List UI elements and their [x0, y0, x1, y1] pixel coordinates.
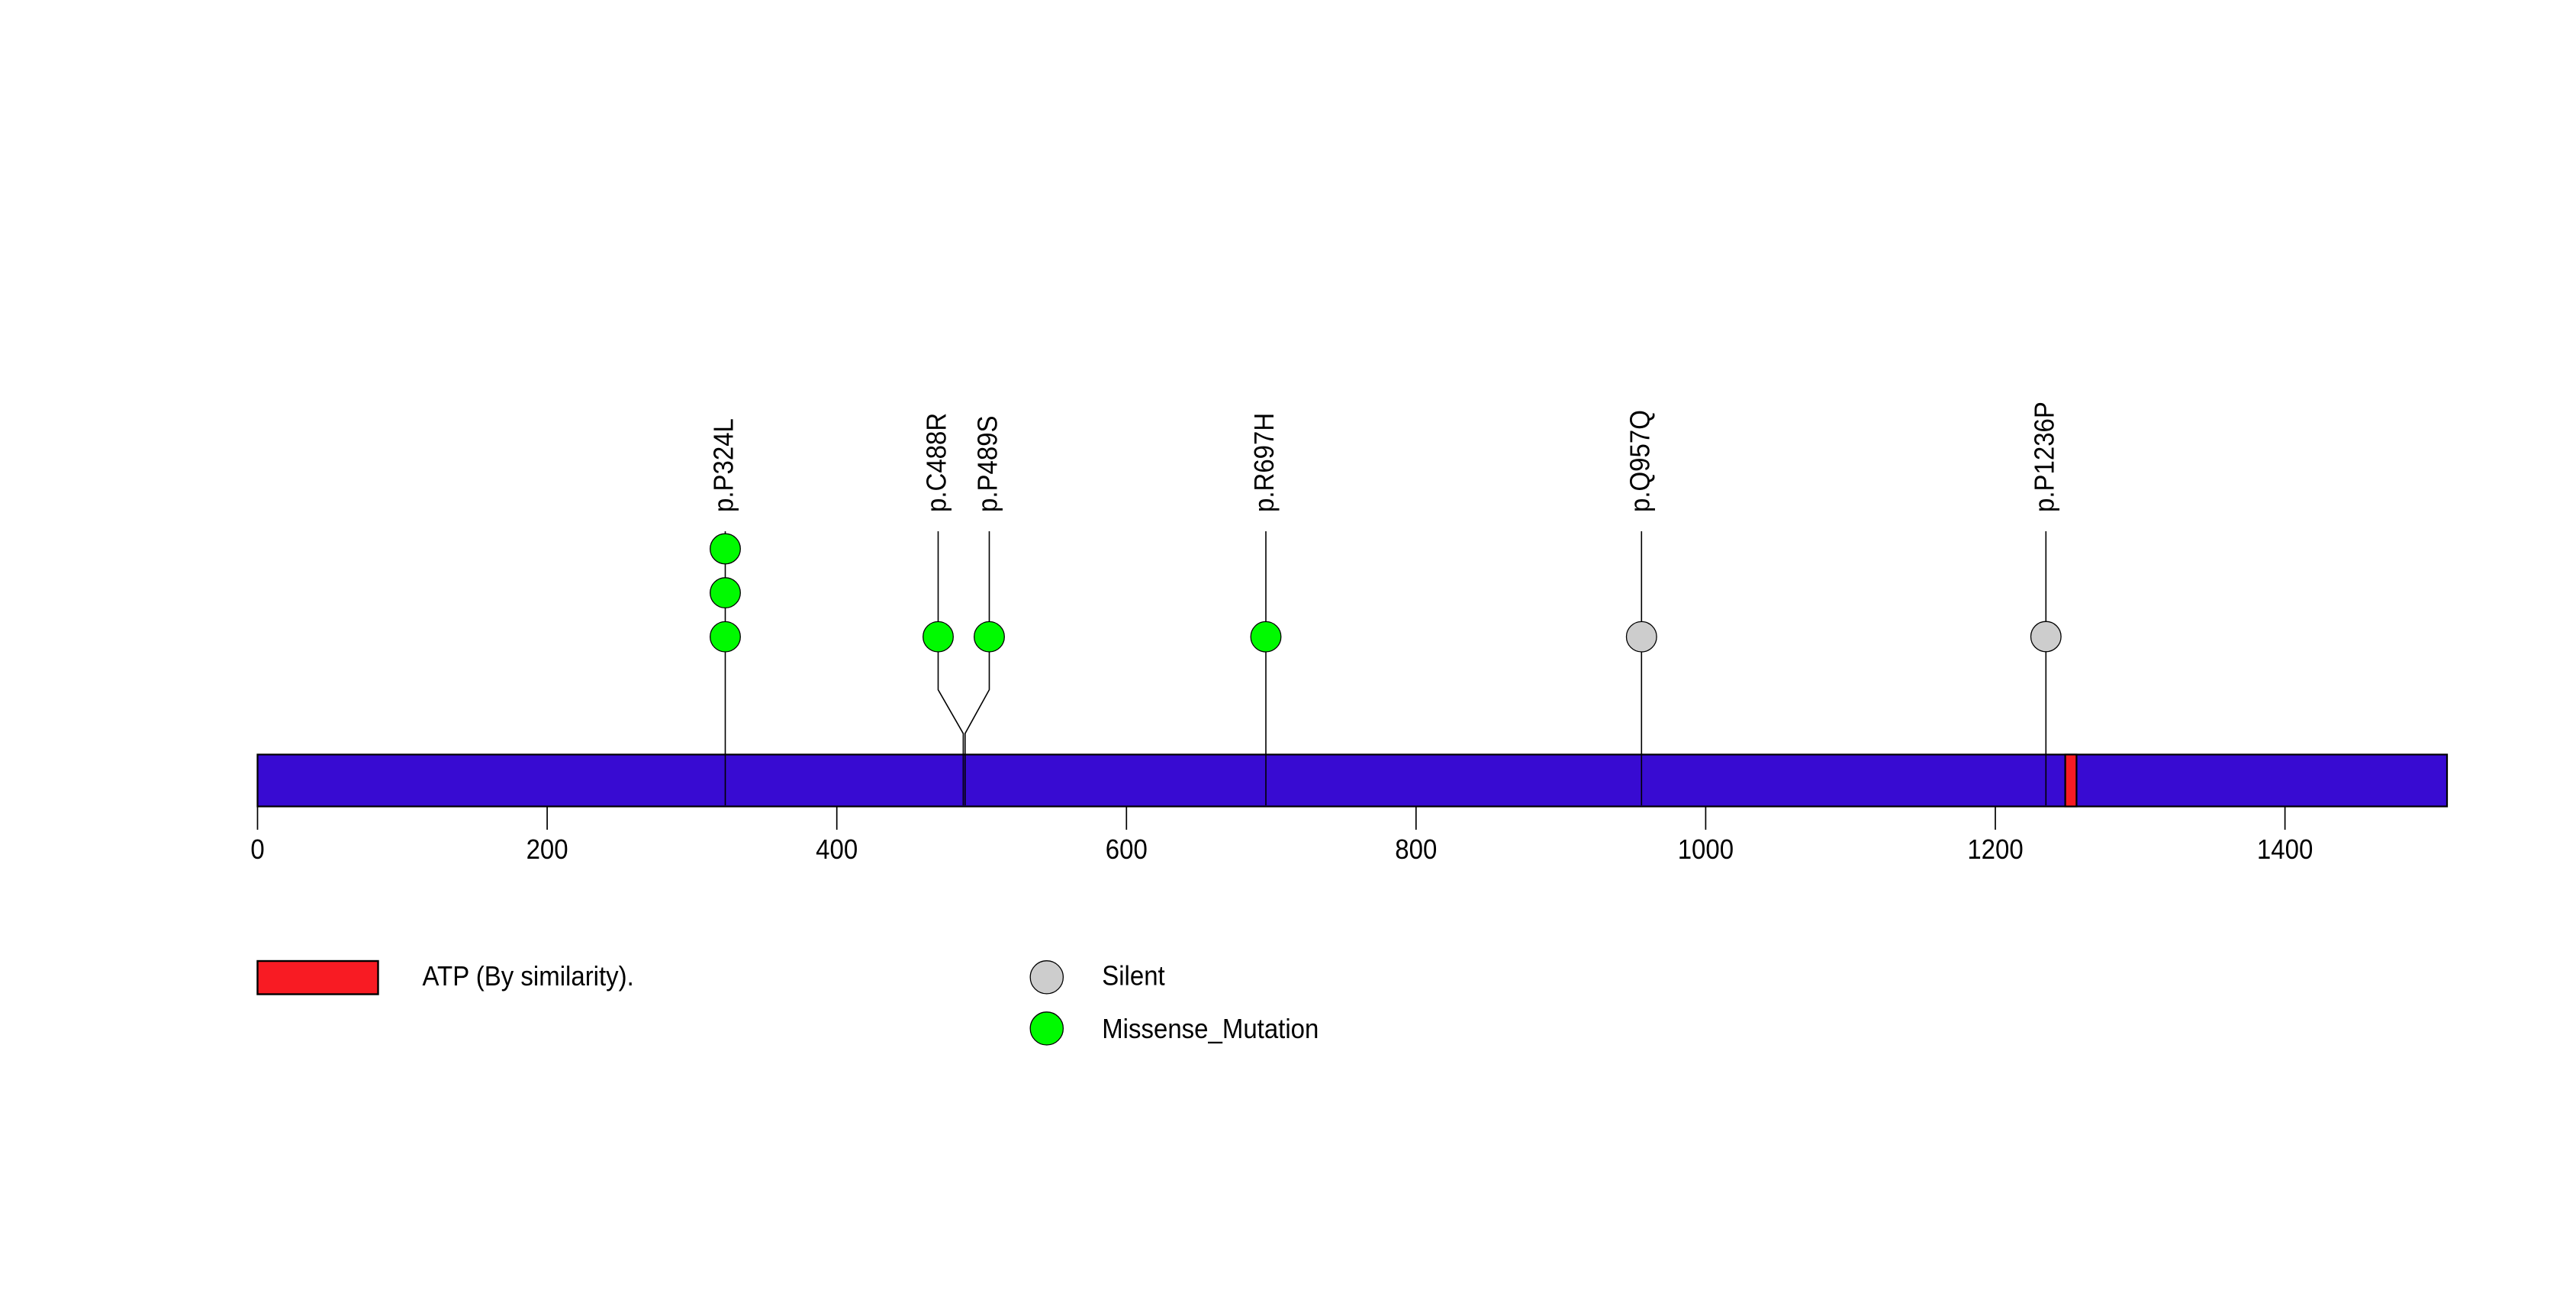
svg-text:Missense_Mutation: Missense_Mutation — [1102, 1014, 1319, 1045]
svg-text:p.R697H: p.R697H — [1250, 413, 1280, 512]
svg-text:1400: 1400 — [2257, 835, 2313, 866]
svg-text:600: 600 — [1106, 835, 1148, 866]
svg-text:800: 800 — [1395, 835, 1437, 866]
svg-text:200: 200 — [526, 835, 568, 866]
svg-text:p.P489S: p.P489S — [973, 415, 1003, 512]
svg-text:p.C488R: p.C488R — [922, 413, 952, 512]
svg-text:Silent: Silent — [1102, 961, 1165, 992]
svg-text:p.Q957Q: p.Q957Q — [1625, 410, 1656, 512]
svg-text:1200: 1200 — [1967, 835, 2023, 866]
svg-text:400: 400 — [816, 835, 858, 866]
svg-text:p.P324L: p.P324L — [709, 418, 739, 512]
svg-text:1000: 1000 — [1678, 835, 1734, 866]
svg-text:p.P1236P: p.P1236P — [2030, 402, 2060, 512]
svg-text:ATP (By similarity).: ATP (By similarity). — [423, 961, 634, 992]
svg-text:0: 0 — [250, 835, 264, 866]
